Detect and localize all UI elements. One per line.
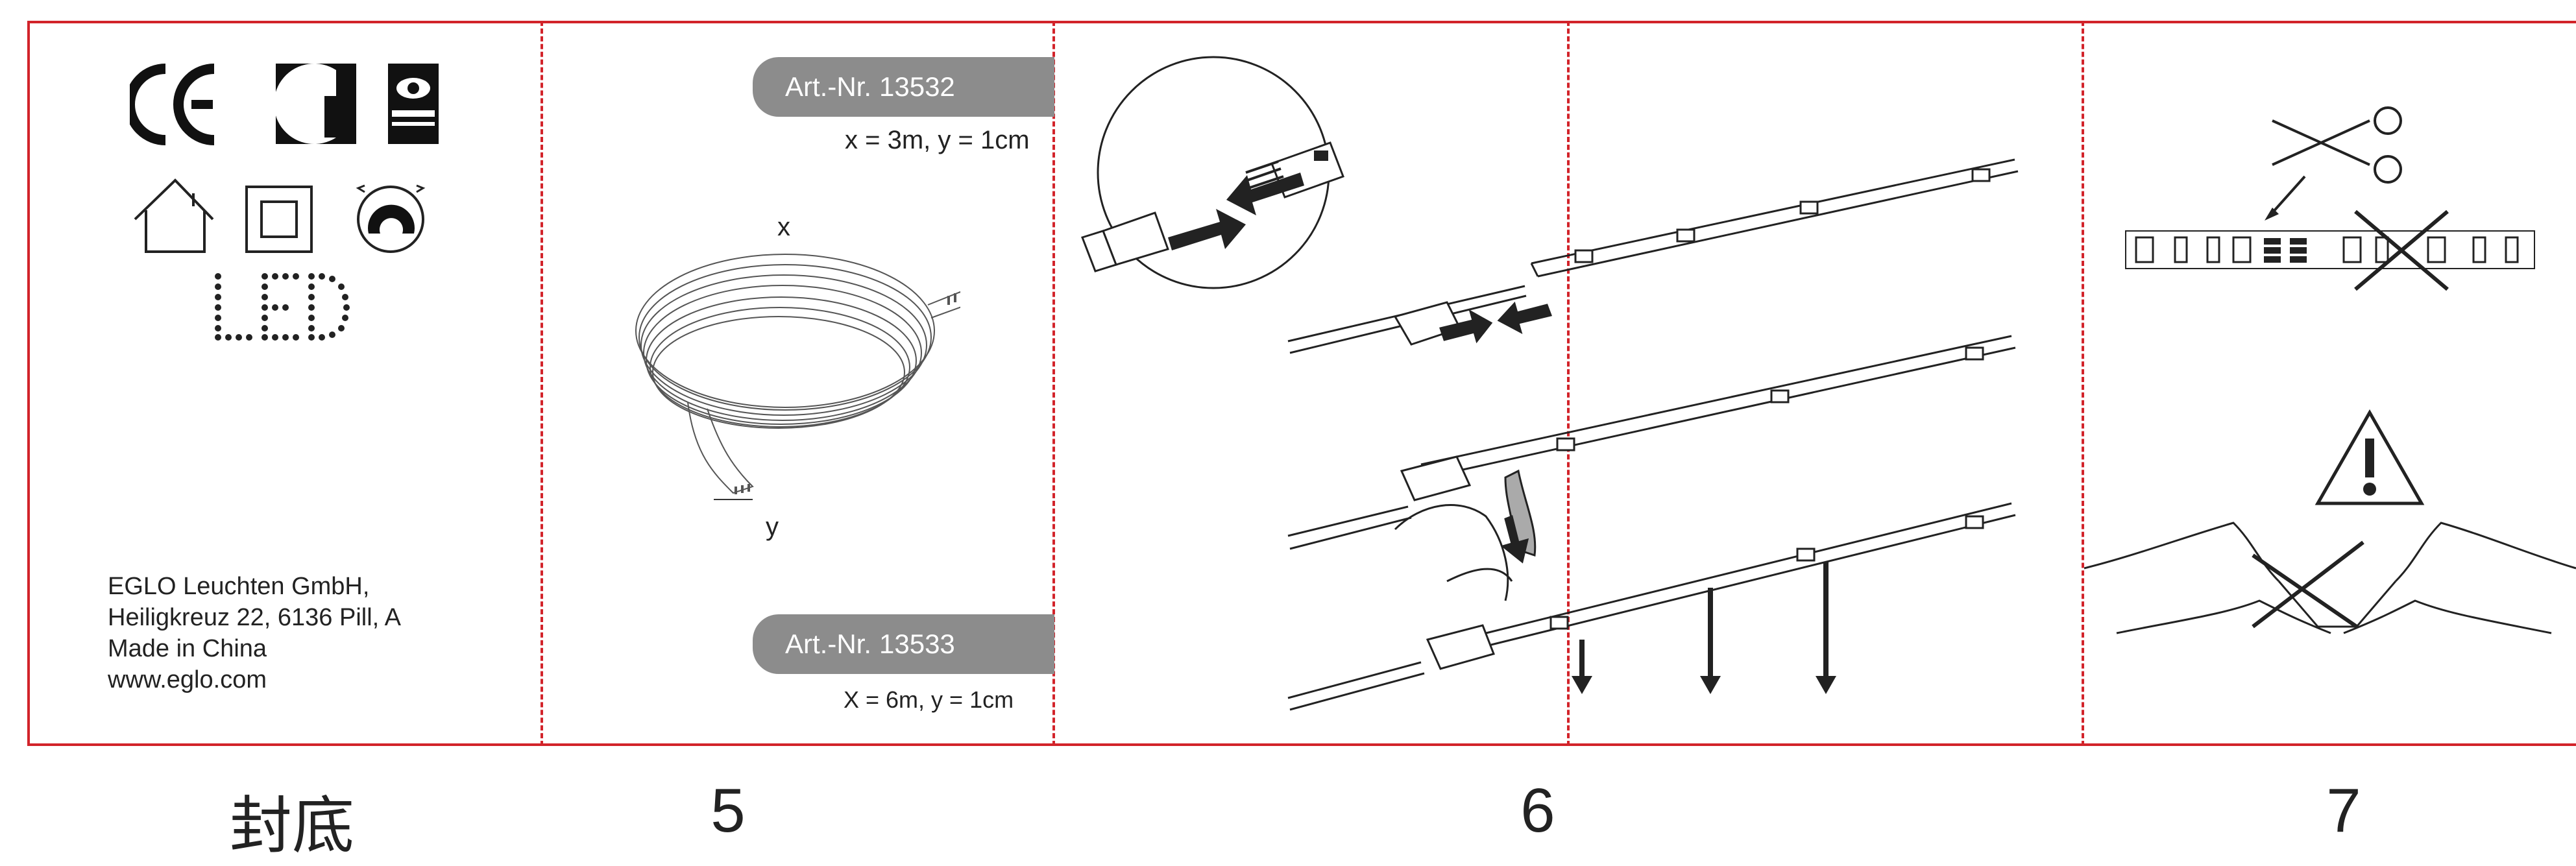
page-frame bbox=[27, 21, 2576, 746]
hands-bending-strip-icon bbox=[2084, 522, 2576, 634]
do-not-cut-cross-icon bbox=[2354, 210, 2449, 291]
press-down-arrows bbox=[1572, 562, 1836, 694]
article-number-badge: Art.-Nr. 13533 bbox=[753, 614, 1054, 674]
led-strip-coil-illustration bbox=[635, 254, 960, 500]
fold-line-1 bbox=[541, 21, 543, 746]
address-line: Made in China bbox=[108, 635, 267, 662]
cut-here-arrow bbox=[2271, 175, 2306, 214]
led-strip-cut-mark bbox=[2125, 230, 2535, 269]
installation-illustration bbox=[1081, 56, 2019, 711]
dimensions-label: X = 6m, y = 1cm bbox=[844, 686, 1014, 713]
led-strip-step-3 bbox=[1287, 502, 2016, 711]
page-number: 7 bbox=[2326, 776, 2361, 845]
page-number: 6 bbox=[1520, 776, 1555, 845]
address-line: EGLO Leuchten GmbH, bbox=[108, 573, 370, 600]
led-strip-step-2 bbox=[1287, 335, 2016, 601]
art-prefix: Art.-Nr. bbox=[785, 71, 871, 102]
ce-mark-icon bbox=[130, 64, 215, 145]
article-number-badge: Art.-Nr. 13532 bbox=[753, 57, 1054, 117]
coil-length-label: x bbox=[777, 213, 790, 241]
scissors-icon bbox=[2272, 106, 2402, 184]
led-strip-step-1 bbox=[1287, 158, 2019, 354]
art-prefix: Art.-Nr. bbox=[785, 629, 871, 659]
house-icon bbox=[134, 178, 214, 253]
coil-width-label: y bbox=[766, 512, 779, 541]
art-number: 13532 bbox=[879, 71, 955, 102]
fold-line-3 bbox=[1567, 21, 1570, 746]
dimensions-label: x = 3m, y = 1cm bbox=[845, 126, 1030, 154]
manufacturer-address: EGLO Leuchten GmbH, Heiligkreuz 22, 6136… bbox=[108, 571, 401, 695]
recycling-mark-icon bbox=[388, 64, 439, 144]
warning-icon bbox=[2315, 409, 2425, 505]
art-number: 13533 bbox=[879, 629, 955, 659]
cutting-instructions-illustration bbox=[2084, 106, 2576, 634]
led-dot-label bbox=[215, 273, 350, 341]
certification-logos bbox=[130, 64, 439, 253]
address-line: Heiligkreuz 22, 6136 Pill, A bbox=[108, 604, 402, 631]
double-insulation-icon bbox=[245, 186, 313, 253]
website-link: www.eglo.com bbox=[108, 666, 267, 693]
certification-mark-icon bbox=[274, 64, 356, 144]
dimmable-icon bbox=[356, 184, 426, 253]
back-cover-label: 封底 bbox=[230, 789, 354, 862]
page-number: 5 bbox=[711, 776, 746, 845]
fold-line-4 bbox=[2082, 21, 2084, 746]
connector-detail-magnifier bbox=[1081, 56, 1344, 289]
fold-line-2 bbox=[1052, 21, 1055, 746]
